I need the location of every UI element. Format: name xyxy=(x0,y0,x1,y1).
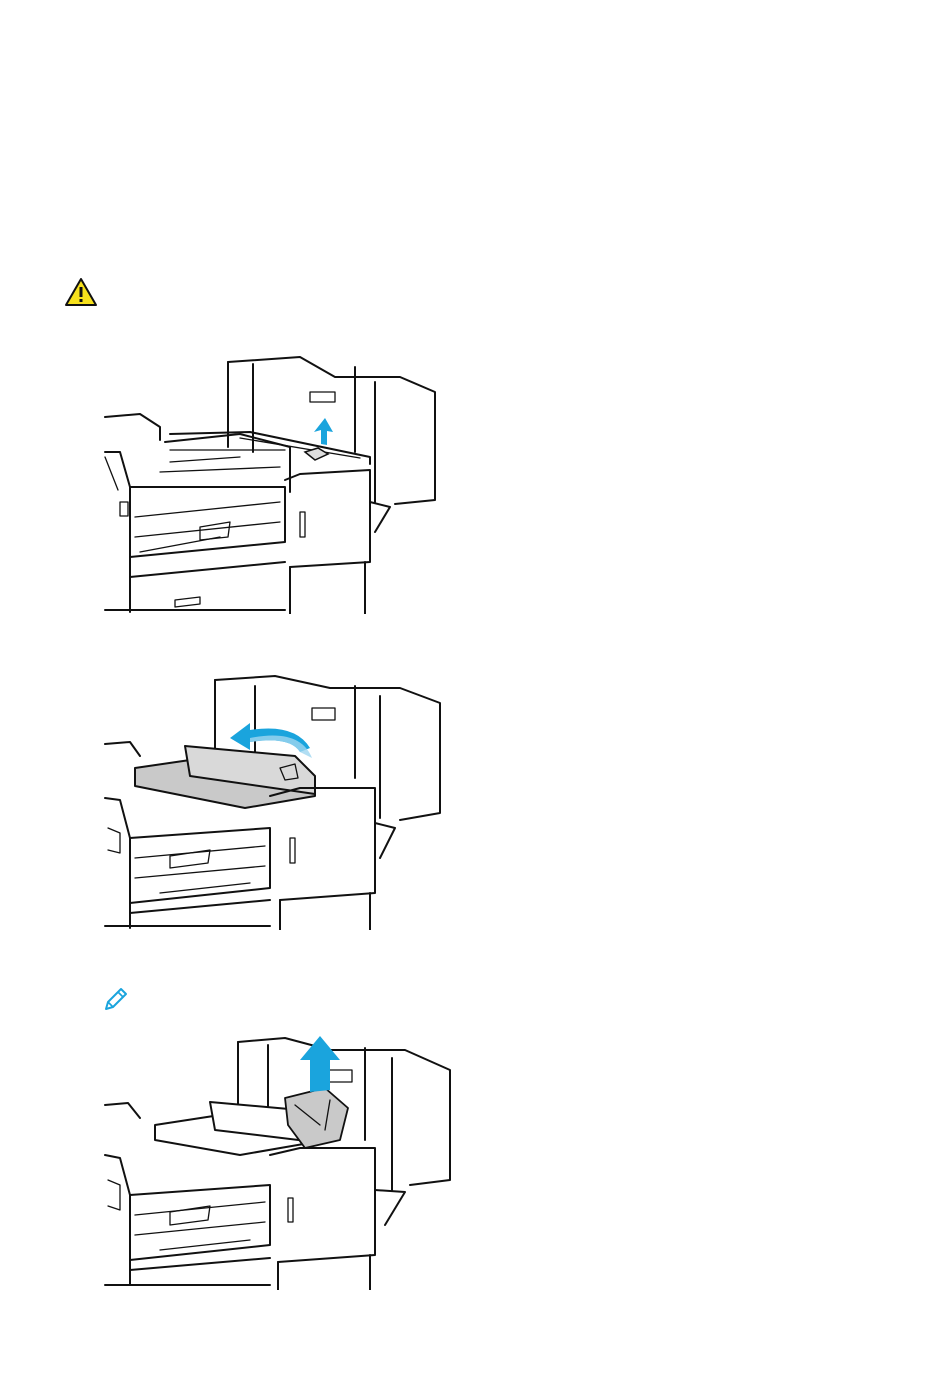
finisher-open-cover-illustration xyxy=(100,352,450,614)
finisher-remove-paper-illustration xyxy=(100,1030,460,1290)
warning-icon xyxy=(64,277,98,307)
pencil-note-icon xyxy=(100,985,130,1015)
finisher-lift-transport-illustration xyxy=(100,668,450,930)
